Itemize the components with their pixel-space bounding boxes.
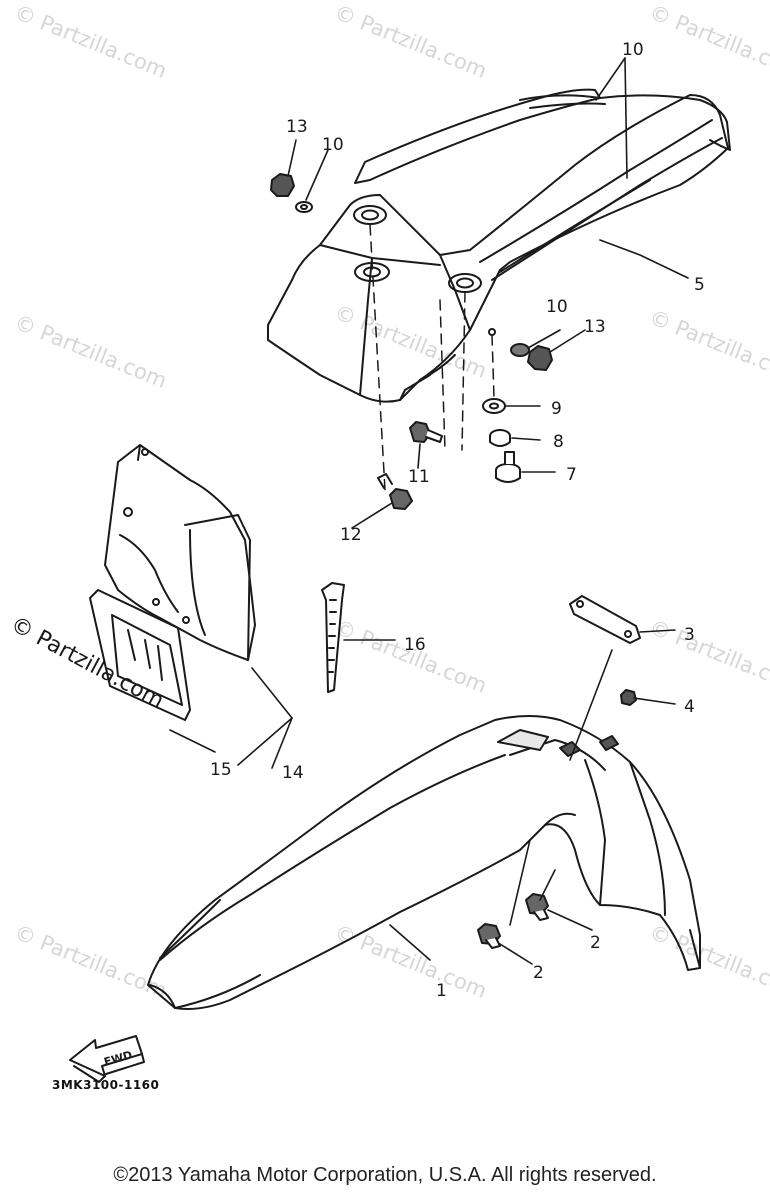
diagram-code: 3MK3100-1160 xyxy=(52,1078,160,1092)
fender-bolts xyxy=(477,893,549,949)
callout-12: 12 xyxy=(340,525,362,545)
copyright-notice: ©2013 Yamaha Motor Corporation, U.S.A. A… xyxy=(113,1164,657,1186)
callout-1: 1 xyxy=(436,981,447,1001)
callout-8: 8 xyxy=(553,432,564,452)
mud-guard xyxy=(104,444,256,661)
callout-9: 9 xyxy=(551,399,562,419)
callout-10: 10 xyxy=(546,297,568,317)
callout-10: 10 xyxy=(322,135,344,155)
leader-lines xyxy=(169,57,689,965)
callout-7: 7 xyxy=(566,465,577,485)
bracket xyxy=(569,595,641,706)
callout-5: 5 xyxy=(694,275,705,295)
callout-4: 4 xyxy=(684,697,695,717)
decal-strips xyxy=(354,88,731,184)
callout-2: 2 xyxy=(533,963,544,983)
callout-13: 13 xyxy=(286,117,308,137)
callout-11: 11 xyxy=(408,467,430,487)
callout-2: 2 xyxy=(590,933,601,953)
callout-6: 10 xyxy=(622,40,644,60)
mud-plate xyxy=(89,589,191,721)
callout-13: 13 xyxy=(584,317,606,337)
callout-3: 3 xyxy=(684,625,695,645)
callout-14: 14 xyxy=(282,763,304,783)
fwd-arrow-icon: FWD xyxy=(69,1035,145,1083)
cable-tie xyxy=(321,582,345,693)
callout-15: 15 xyxy=(210,760,232,780)
hardware xyxy=(270,173,553,510)
front-fender xyxy=(147,715,701,1010)
callout-16: 16 xyxy=(404,635,426,655)
assembly-lines xyxy=(369,224,495,491)
